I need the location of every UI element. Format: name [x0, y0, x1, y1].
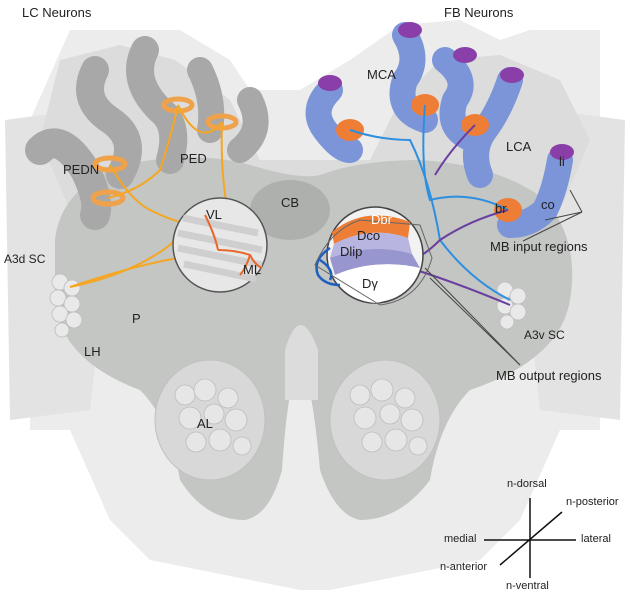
- label-dlip: Dlip: [340, 244, 363, 259]
- a3d-sc-cluster: [49, 273, 83, 338]
- label-dco: Dco: [357, 228, 381, 243]
- fb-purple-tips: [318, 22, 574, 160]
- axis-n-dorsal: n-dorsal: [507, 478, 547, 490]
- label-mca: MCA: [367, 67, 396, 82]
- axis-n-ventral: n-ventral: [506, 580, 549, 592]
- label-ml: ML: [243, 262, 262, 277]
- lc-neurons-title: LC Neurons: [22, 5, 92, 20]
- label-vl: VL: [206, 207, 222, 222]
- label-ped: PED: [180, 151, 207, 166]
- label-co: co: [541, 197, 555, 212]
- label-mb-input-regions: MB input regions: [490, 239, 588, 254]
- label-pedn: PEDN: [63, 162, 100, 177]
- output-blue-neurons: [315, 246, 341, 287]
- dlip-region: [330, 248, 420, 275]
- label-mb-output-regions: MB output regions: [496, 368, 602, 383]
- axis-n-posterior: n-posterior: [566, 496, 619, 508]
- output-callout: [314, 219, 433, 306]
- label-p: P: [132, 311, 141, 326]
- dgamma-region: [335, 264, 420, 303]
- lc-rings: [90, 96, 239, 207]
- axis-medial: medial: [444, 533, 477, 545]
- axes-cross: [484, 498, 576, 578]
- label-al: AL: [197, 416, 213, 431]
- label-li: li: [559, 154, 565, 169]
- al-glomeruli: [174, 378, 428, 456]
- label-a3v-sc: A3v SC: [524, 328, 565, 342]
- a3v-sc-cluster: [496, 281, 527, 330]
- label-cb: CB: [281, 195, 300, 210]
- label-dgamma: Dγ: [362, 276, 378, 291]
- axis-lateral: lateral: [581, 533, 611, 545]
- dco-region: [330, 232, 412, 258]
- vl-ml-orange: [204, 214, 263, 276]
- label-br: br: [495, 201, 507, 216]
- axis-n-anterior: n-anterior: [440, 561, 488, 573]
- pointer-lines: [424, 189, 583, 366]
- label-lh: LH: [84, 344, 101, 359]
- cb-region: [250, 180, 330, 240]
- fb-neurons-title: FB Neurons: [444, 5, 514, 20]
- central-notch: [285, 325, 318, 400]
- label-dbr: Dbr: [371, 212, 392, 227]
- fb-calyx-tubes: [305, 22, 573, 238]
- label-lca: LCA: [506, 139, 532, 154]
- label-a3d-sc: A3d SC: [4, 252, 46, 266]
